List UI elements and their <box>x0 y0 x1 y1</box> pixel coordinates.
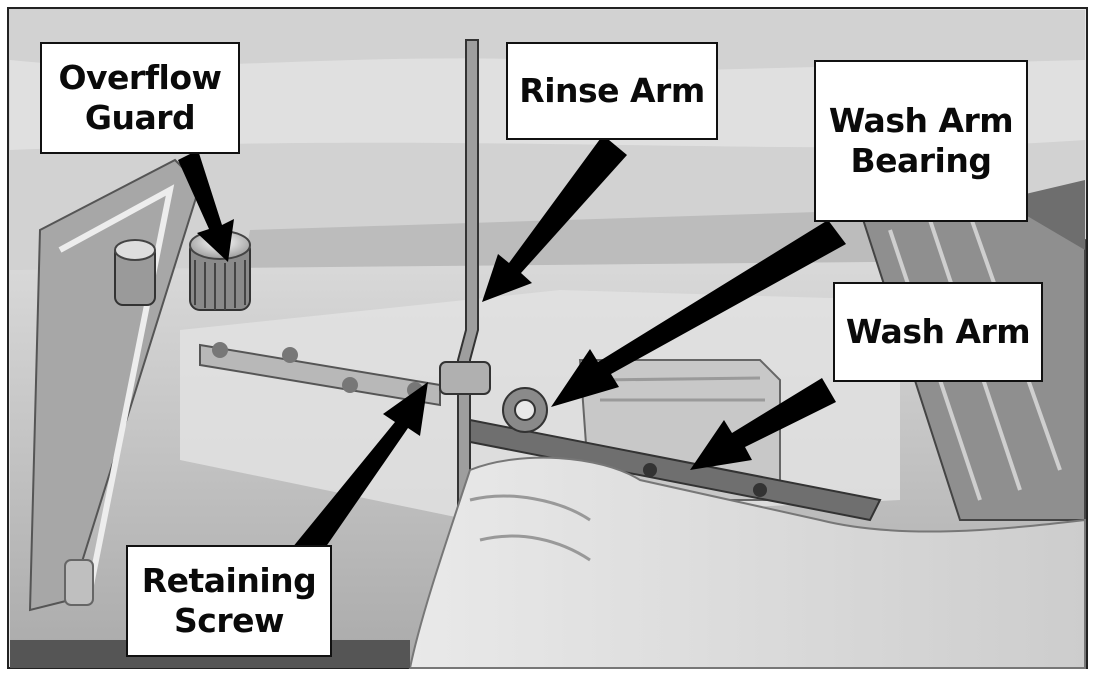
arrow-rinse-arm <box>482 135 627 302</box>
label-wash-arm: Wash Arm <box>833 282 1043 382</box>
arrow-retaining-screw <box>292 382 428 564</box>
label-overflow-guard-text: Overflow Guard <box>58 58 222 137</box>
label-rinse-arm-text: Rinse Arm <box>519 71 705 110</box>
arrow-wash-arm-bearing <box>551 220 846 407</box>
clamp-part <box>439 361 491 395</box>
label-wash-arm-bearing: Wash Arm Bearing <box>814 60 1028 222</box>
left-rack-rail <box>28 158 202 612</box>
label-wash-arm-bearing-text: Wash Arm Bearing <box>828 101 1014 180</box>
label-wash-arm-text: Wash Arm <box>845 312 1031 351</box>
hand <box>408 456 1086 669</box>
arrow-overflow-guard <box>178 150 234 262</box>
label-retaining-screw: Retaining Screw <box>126 545 332 657</box>
label-rinse-arm: Rinse Arm <box>506 42 718 140</box>
arrow-wash-arm <box>690 378 836 470</box>
arrows <box>178 135 846 564</box>
label-overflow-guard: Overflow Guard <box>40 42 240 154</box>
label-retaining-screw-text: Retaining Screw <box>141 561 317 640</box>
